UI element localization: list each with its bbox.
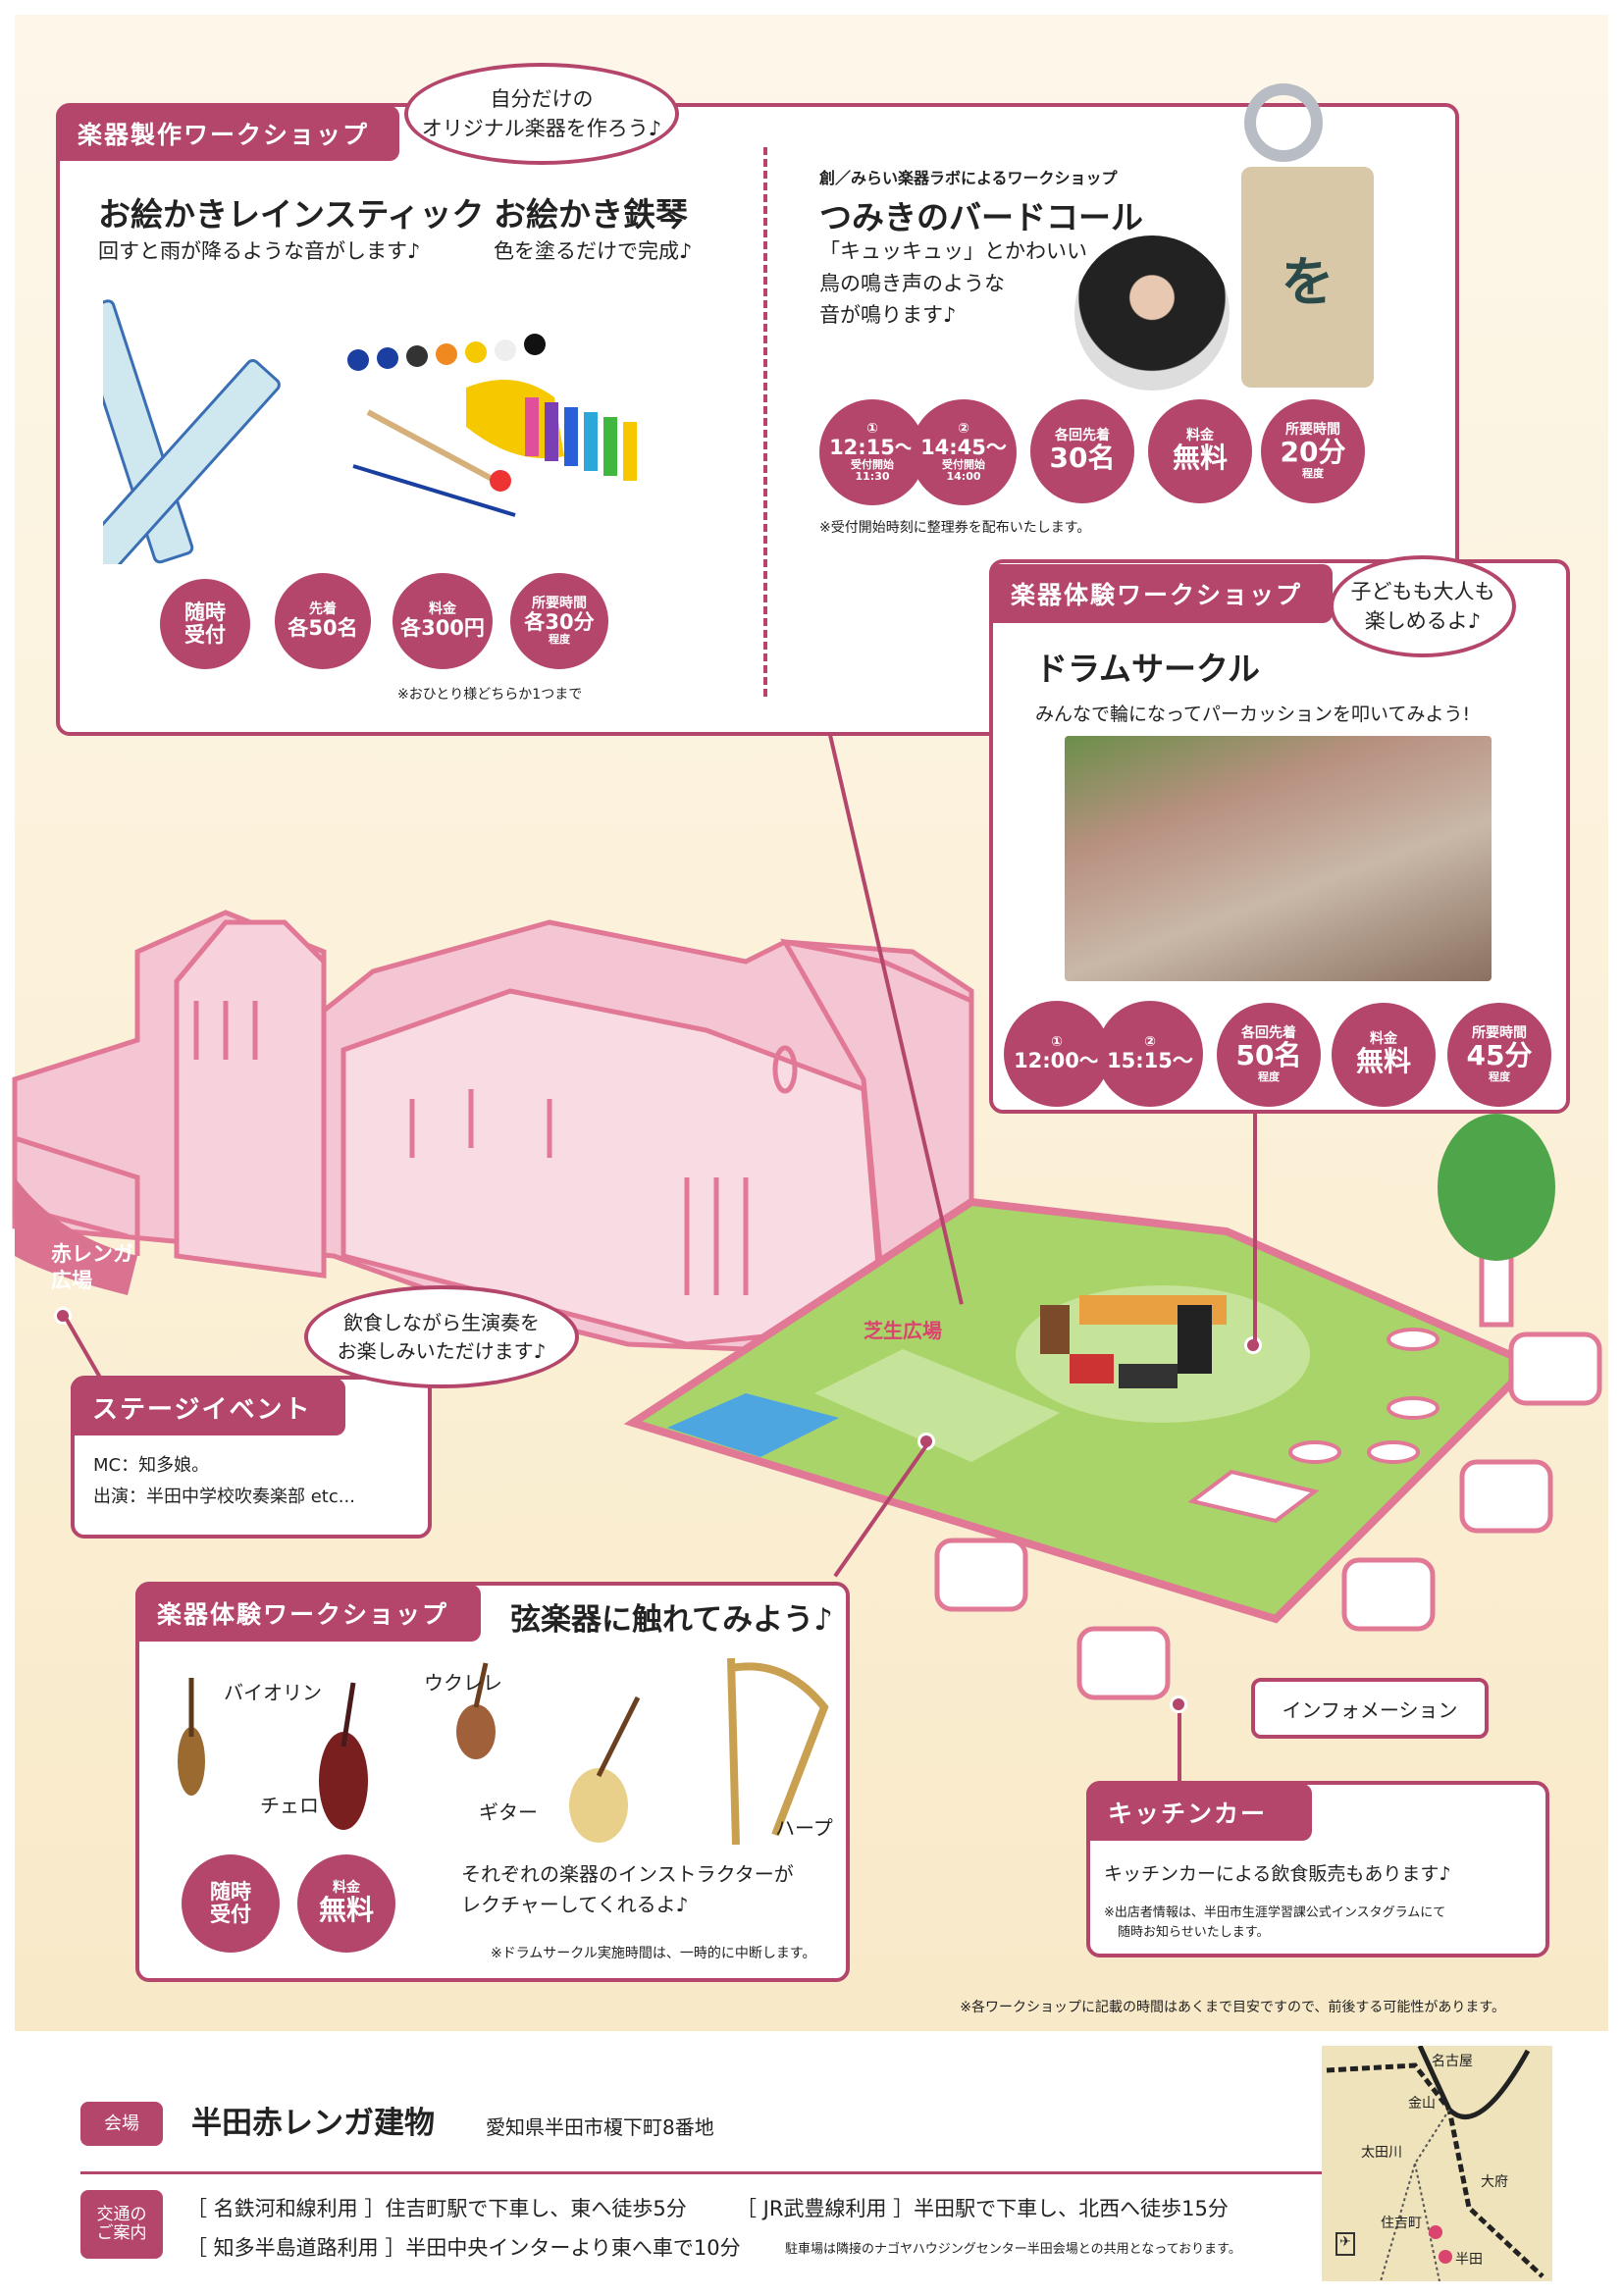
station-nagoya: 名古屋 — [1432, 2054, 1473, 2069]
access-expressway: ［ 知多半島道路利用 ］半田中央インターより東へ車で10分 — [186, 2236, 741, 2260]
craft-workshop-tab: 楽器製作ワークショップ — [56, 106, 399, 161]
parking-note: 駐車場は隣接のナゴヤハウジングセンター半田会場との共用となっております。 — [785, 2242, 1241, 2257]
drum-desc: みんなで輪になってパーカッションを叩いてみよう! — [1035, 704, 1471, 725]
birdcall-subtitle: 創／みらい楽器ラボによるワークショップ — [819, 169, 1118, 187]
strings-title: 弦楽器に触れてみよう♪ — [510, 1602, 833, 1638]
stage-event-tab: ステージイベント — [71, 1379, 345, 1435]
footer-divider — [80, 2171, 1341, 2174]
rainstick-glockenspiel-photo — [103, 299, 637, 564]
station-otagawa: 太田川 — [1361, 2145, 1402, 2161]
harp-label: ハープ — [775, 1816, 833, 1840]
venue-name: 半田赤レンガ建物 — [191, 2106, 435, 2141]
strings-desc: それぞれの楽器のインストラクターがレクチャーしてくれるよ♪ — [461, 1862, 794, 1916]
venue-map-illustration — [12, 910, 1602, 1700]
drum-badge-fee: 料金無料 — [1332, 1003, 1436, 1107]
strings-badge-reception: 随時受付 — [182, 1854, 280, 1953]
stage-bubble: 飲食しながら生演奏をお楽しみいただけます♪ — [304, 1285, 579, 1388]
craft-note: ※おひとり様どちらか1つまで — [397, 687, 583, 703]
connector-line — [1253, 1112, 1257, 1342]
map-pin — [1170, 1696, 1187, 1713]
strings-workshop-tab: 楽器体験ワークショップ — [135, 1585, 481, 1642]
dashed-divider — [763, 147, 767, 697]
information-label: インフォメーション — [1251, 1678, 1489, 1739]
rainstick-title: お絵かきレインスティック — [98, 195, 485, 234]
kitchen-cars-illustration — [934, 1331, 1602, 1700]
tables-illustration — [1187, 1328, 1440, 1524]
drums-illustration — [1040, 1295, 1227, 1388]
access-jr: ［ JR武豊線利用 ］半田駅で下車し、北西へ徒歩15分 — [736, 2197, 1229, 2220]
birdcall-badge-fee: 料金無料 — [1148, 399, 1252, 503]
birdcall-desc: 「キュッキュッ」とかわいい鳥の鳴き声のような音が鳴ります♪ — [819, 239, 1087, 328]
access-minimap: 名古屋 金山 太田川 大府 住吉町 半田 ✈ — [1322, 2046, 1552, 2281]
stage-lineup: MC：知多娘。出演：半田中学校吹奏楽部 etc... — [93, 1455, 355, 1507]
eyebolt-icon — [1244, 83, 1323, 162]
water-area — [667, 1393, 839, 1457]
connector-line — [1178, 1702, 1181, 1791]
kitchen-car-note: ※出店者情報は、半田市生涯学習課公式インスタグラムにて随時お知らせいたします。 — [1104, 1905, 1446, 1940]
birdcall-note: ※受付開始時刻に整理券を配布いたします。 — [819, 520, 1091, 536]
birdcall-title: つみきのバードコール — [819, 198, 1143, 236]
drum-title: ドラムサークル — [1035, 650, 1261, 688]
schedule-footnote: ※各ワークショップに記載の時間はあくまで目安ですので、前後する可能性があります。 — [960, 2000, 1505, 2015]
access-meitetsu: ［ 名鉄河和線利用 ］住吉町駅で下車し、東へ徒歩5分 — [186, 2197, 687, 2220]
station-sumiyoshicho: 住吉町 — [1381, 2216, 1422, 2231]
station-obu: 大府 — [1481, 2174, 1508, 2190]
brick-buildings-illustration — [12, 910, 974, 1357]
plaza-label: 赤レンガ広場 — [51, 1242, 133, 1293]
tree-illustration — [1438, 1114, 1555, 1328]
rainstick-desc: 回すと雨が降るような音がします♪ — [98, 239, 421, 263]
cello-label: チェロ — [260, 1794, 319, 1817]
drum-bubble: 子どもも大人も楽しめるよ♪ — [1330, 555, 1516, 657]
station-kanayama: 金山 — [1408, 2096, 1436, 2112]
craft-badge-reception: 随時受付 — [160, 579, 250, 669]
glockenspiel-desc: 色を塗るだけで完成♪ — [494, 239, 693, 263]
strings-note: ※ドラムサークル実施時間は、一時的に中断します。 — [491, 1946, 816, 1961]
drum-circle-photo — [1065, 736, 1492, 981]
lawn-label: 芝生広場 — [864, 1319, 942, 1342]
drum-workshop-tab: 楽器体験ワークショップ — [989, 564, 1333, 623]
guitar-label: ギター — [479, 1800, 538, 1824]
venue-address: 愛知県半田市榎下町8番地 — [486, 2115, 714, 2139]
craft-bubble: 自分だけのオリジナル楽器を作ろう♪ — [404, 63, 679, 165]
craft-badge-capacity: 先着各50名 — [275, 573, 371, 669]
violin-label: バイオリン — [224, 1681, 322, 1704]
strings-badge-fee: 料金無料 — [297, 1854, 395, 1953]
kitchen-car-desc: キッチンカーによる飲食販売もあります♪ — [1104, 1863, 1451, 1885]
instructor-photo — [1074, 235, 1230, 391]
ukulele-label: ウクレレ — [424, 1671, 502, 1695]
craft-badge-fee: 料金各300円 — [393, 573, 493, 669]
wood-block-photo: を — [1241, 167, 1374, 388]
railway-lines — [1326, 2046, 1544, 2281]
glockenspiel-title: お絵かき鉄琴 — [494, 195, 688, 234]
access-badge: 交通のご案内 — [80, 2190, 163, 2259]
station-handa: 半田 — [1455, 2252, 1483, 2268]
venue-badge: 会場 — [80, 2102, 163, 2146]
string-instruments-illustration — [178, 1657, 829, 1846]
craft-badge-duration: 所要時間各30分程度 — [510, 573, 608, 669]
kitchen-car-tab: キッチンカー — [1086, 1784, 1312, 1841]
airplane-icon: ✈ — [1335, 2232, 1355, 2256]
